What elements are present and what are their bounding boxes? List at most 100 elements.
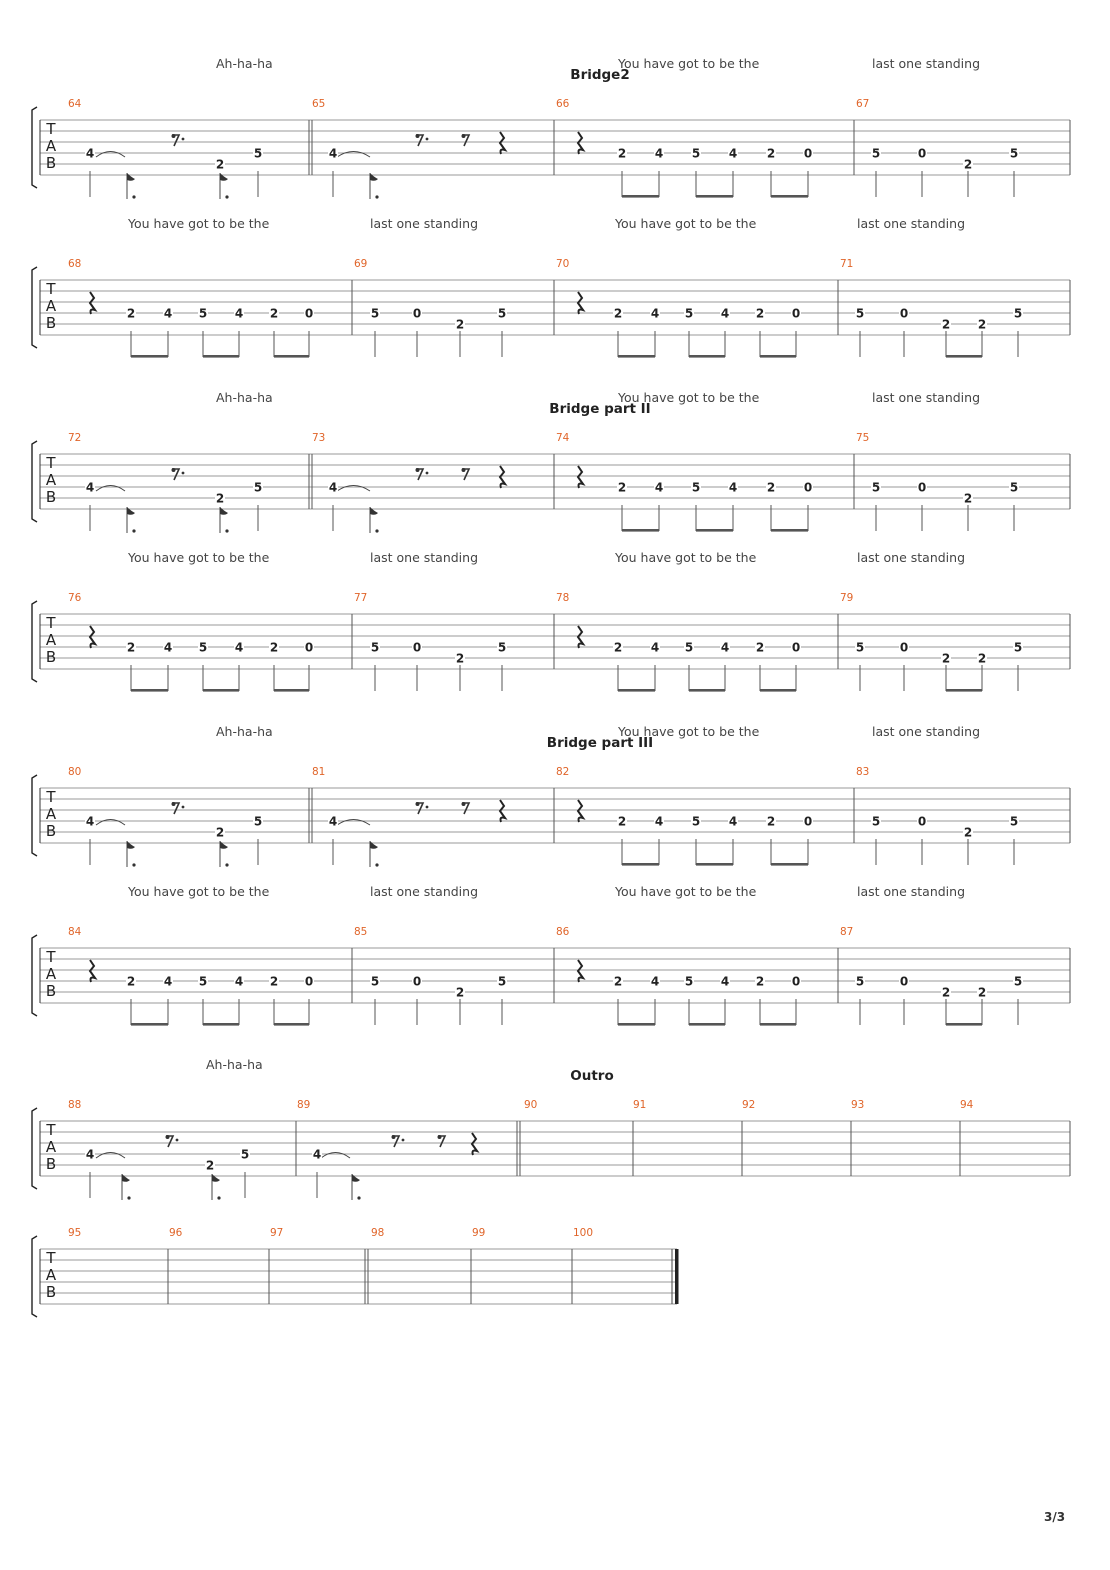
section-heading: Outro	[570, 1068, 614, 1084]
bar-number: 69	[354, 258, 368, 270]
lyric-text: You have got to be the	[128, 550, 270, 565]
fret-number-bg	[215, 826, 225, 838]
fret-number-bg	[803, 481, 813, 493]
rhythm-beam	[696, 863, 733, 866]
fret-number: 0	[900, 975, 908, 989]
eighth-flag	[352, 1174, 360, 1182]
fret-number: 0	[918, 815, 926, 829]
rest-head	[415, 802, 420, 806]
rhythm-dot	[225, 863, 229, 867]
fret-number: 2	[942, 986, 950, 1000]
rhythm-beam	[622, 529, 659, 532]
fret-number-bg	[899, 307, 909, 319]
fret-number-bg	[654, 815, 664, 827]
fret-number-bg	[684, 641, 694, 653]
eighth-flag	[127, 173, 135, 181]
tab-clef-letter: A	[46, 137, 57, 155]
bar-number: 88	[68, 1099, 82, 1111]
rhythm-dot	[375, 863, 379, 867]
bar-number: 70	[556, 258, 570, 270]
tab-clef-letter: T	[45, 280, 56, 298]
tab-system: TAB	[31, 1235, 679, 1318]
fret-number-bg	[654, 481, 664, 493]
fret-number: 4	[721, 641, 729, 655]
lyric-text: last one standing	[857, 216, 966, 231]
rhythm-beam	[689, 689, 725, 692]
fret-number-bg	[126, 975, 136, 987]
fret-number-bg	[370, 975, 380, 987]
fret-number-bg	[650, 307, 660, 319]
bar-number: 96	[169, 1227, 183, 1239]
fret-number: 5	[872, 481, 880, 495]
rest-head	[461, 134, 466, 138]
lyric-text: last one standing	[872, 390, 981, 405]
bar-number: 75	[856, 432, 870, 444]
fret-number-bg	[163, 307, 173, 319]
tie-arc	[95, 819, 126, 826]
fret-number: 2	[618, 481, 626, 495]
fret-number-bg	[650, 975, 660, 987]
eighth-flag	[370, 841, 378, 849]
fret-number: 2	[756, 307, 764, 321]
fret-number-bg	[163, 641, 173, 653]
fret-number-bg	[269, 975, 279, 987]
fret-number: 2	[767, 481, 775, 495]
rhythm-beam	[696, 529, 733, 532]
bar-number: 67	[856, 98, 870, 110]
fret-number: 0	[792, 307, 800, 321]
fret-number-bg	[1009, 481, 1019, 493]
fret-number: 0	[918, 147, 926, 161]
rhythm-beam	[203, 1023, 239, 1026]
system-bracket	[31, 1107, 38, 1190]
tab-clef-letter: B	[46, 1283, 56, 1301]
system-bracket	[31, 934, 38, 1017]
fret-number-bg	[977, 986, 987, 998]
tab-clef-letter: T	[45, 1121, 56, 1139]
fret-number-bg	[766, 147, 776, 159]
fret-number: 5	[498, 307, 506, 321]
fret-number: 4	[235, 975, 243, 989]
rest-head	[437, 1135, 442, 1139]
fret-number: 2	[127, 975, 135, 989]
fret-number-bg	[791, 307, 801, 319]
tab-clef-letter: A	[46, 471, 57, 489]
rest-head	[415, 134, 420, 138]
rhythm-beam	[696, 195, 733, 198]
fret-number-bg	[497, 975, 507, 987]
fret-number: 0	[305, 641, 313, 655]
fret-number-bg	[85, 815, 95, 827]
fret-number: 2	[614, 975, 622, 989]
rest-head	[165, 1135, 170, 1139]
fret-number: 4	[721, 975, 729, 989]
bar-number: 72	[68, 432, 82, 444]
tab-clef-letter: A	[46, 805, 57, 823]
fret-number: 2	[456, 986, 464, 1000]
quarter-rest	[576, 799, 586, 823]
fret-number: 4	[655, 815, 663, 829]
fret-number-bg	[370, 307, 380, 319]
fret-number-bg	[497, 307, 507, 319]
fret-number: 2	[942, 318, 950, 332]
quarter-rest	[498, 799, 508, 823]
bar-number: 97	[270, 1227, 284, 1239]
bar-number: 71	[840, 258, 854, 270]
tab-clef-letter: B	[46, 154, 56, 172]
rhythm-beam	[203, 355, 239, 358]
fret-number: 2	[618, 147, 626, 161]
fret-number: 5	[1014, 641, 1022, 655]
fret-number-bg	[126, 307, 136, 319]
fret-number: 0	[305, 307, 313, 321]
fret-number-bg	[304, 641, 314, 653]
rhythm-beam	[689, 1023, 725, 1026]
fret-number-bg	[791, 641, 801, 653]
lyric-text: last one standing	[857, 884, 966, 899]
fret-number: 2	[964, 826, 972, 840]
section-heading: Bridge2	[570, 67, 630, 83]
fret-number: 5	[498, 975, 506, 989]
fret-number-bg	[328, 815, 338, 827]
system-bracket	[31, 106, 38, 189]
fret-number-bg	[240, 1148, 250, 1160]
rhythm-dot	[357, 1196, 361, 1200]
